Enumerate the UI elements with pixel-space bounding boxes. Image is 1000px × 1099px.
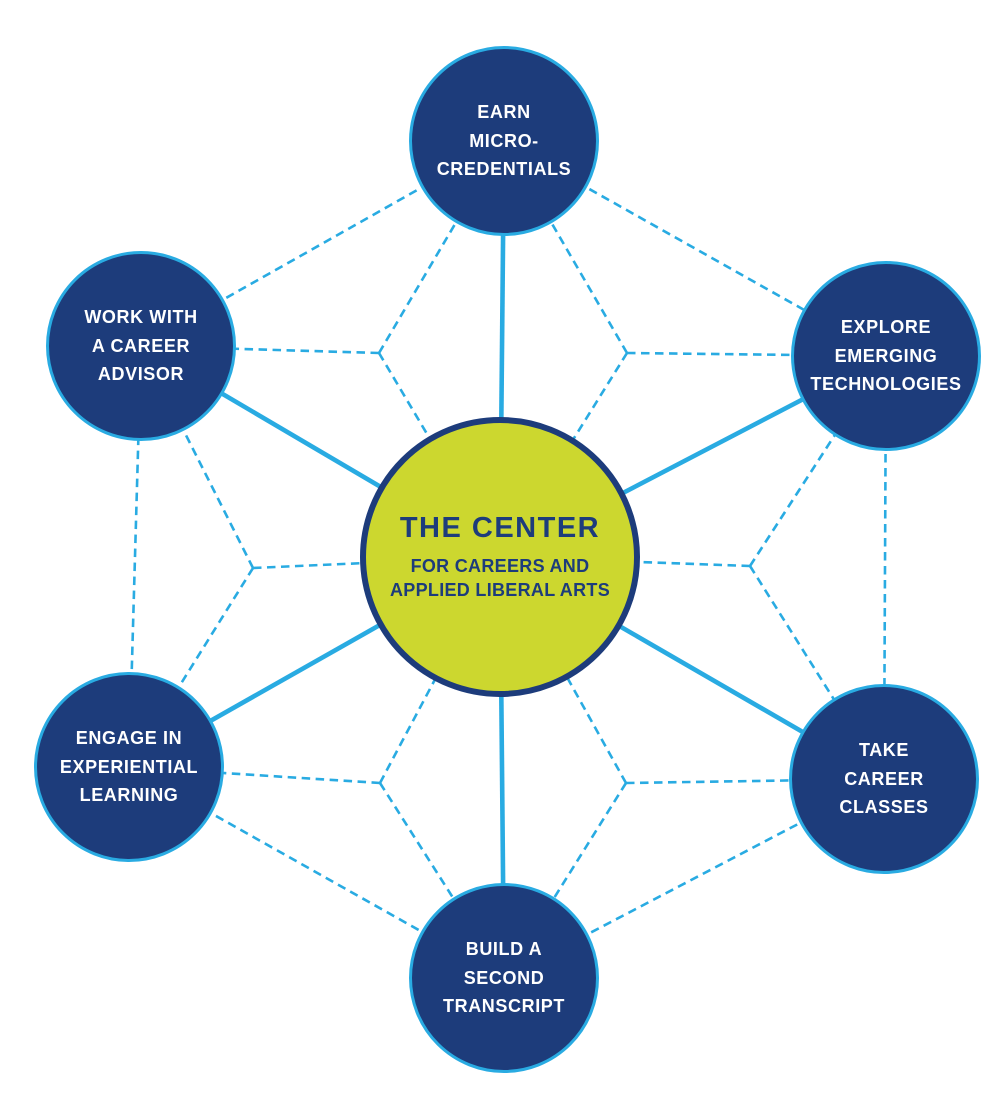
node-earn-micro-credentials: EARN MICRO- CREDENTIALS — [409, 46, 599, 236]
node-take-career-classes: TAKE CAREER CLASSES — [789, 684, 979, 874]
node-label: WORK WITH A CAREER ADVISOR — [84, 306, 198, 385]
node-label: EXPLORE EMERGING TECHNOLOGIES — [810, 316, 962, 395]
node-build-a-second-transcript: BUILD A SECOND TRANSCRIPT — [409, 883, 599, 1073]
hub-subtitle: FOR CAREERS AND APPLIED LIBERAL ARTS — [389, 556, 610, 601]
hub-the-center: THE CENTER FOR CAREERS AND APPLIED LIBER… — [360, 417, 640, 697]
node-label: TAKE CAREER CLASSES — [839, 739, 929, 818]
node-label: BUILD A SECOND TRANSCRIPT — [443, 938, 565, 1017]
node-label: ENGAGE IN EXPERIENTIAL LEARNING — [59, 727, 199, 806]
node-label: EARN MICRO- CREDENTIALS — [436, 101, 572, 180]
node-explore-emerging-technologies: EXPLORE EMERGING TECHNOLOGIES — [791, 261, 981, 451]
node-engage-in-experiential-learning: ENGAGE IN EXPERIENTIAL LEARNING — [34, 672, 224, 862]
hub-title: THE CENTER — [399, 512, 601, 545]
node-work-with-a-career-advisor: WORK WITH A CAREER ADVISOR — [46, 251, 236, 441]
